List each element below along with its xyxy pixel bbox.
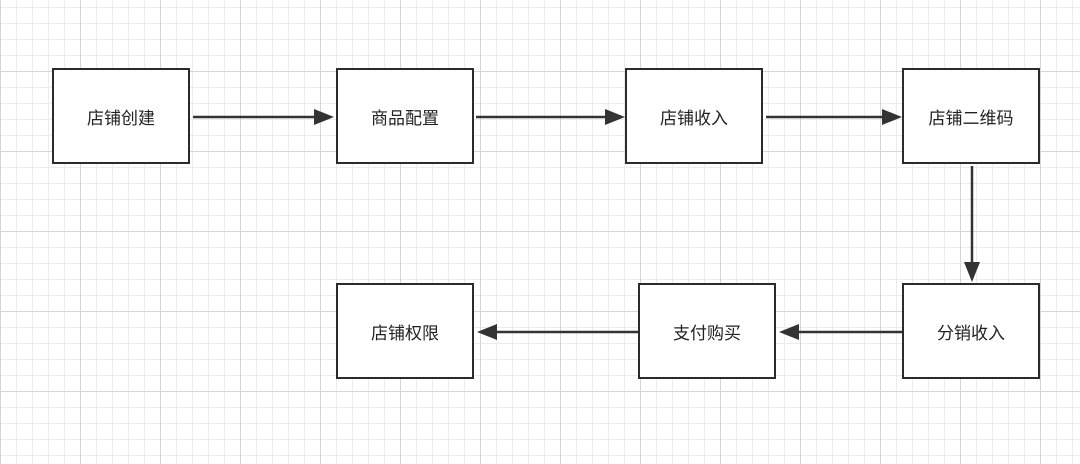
node-label: 店铺收入 bbox=[660, 108, 728, 129]
edge-payment-purchase-to-store-permission bbox=[477, 324, 638, 340]
edge-store-create-to-product-config bbox=[193, 109, 334, 125]
node-store-income[interactable]: 店铺收入 bbox=[625, 68, 763, 164]
edge-store-qrcode-to-distribution-income bbox=[964, 166, 980, 282]
node-product-config[interactable]: 商品配置 bbox=[336, 68, 474, 164]
node-label: 店铺二维码 bbox=[928, 108, 1014, 129]
node-label: 支付购买 bbox=[673, 323, 741, 344]
node-store-qrcode[interactable]: 店铺二维码 bbox=[902, 68, 1040, 164]
edge-store-income-to-store-qrcode bbox=[766, 109, 902, 125]
node-payment-purchase[interactable]: 支付购买 bbox=[638, 283, 776, 379]
node-label: 店铺权限 bbox=[371, 323, 439, 344]
node-label: 分销收入 bbox=[937, 323, 1005, 344]
edge-product-config-to-store-income bbox=[476, 109, 625, 125]
node-store-permission[interactable]: 店铺权限 bbox=[336, 283, 474, 379]
node-label: 店铺创建 bbox=[87, 108, 155, 129]
edge-distribution-income-to-payment-purchase bbox=[779, 324, 902, 340]
node-store-create[interactable]: 店铺创建 bbox=[52, 68, 190, 164]
node-label: 商品配置 bbox=[371, 108, 439, 129]
node-distribution-income[interactable]: 分销收入 bbox=[902, 283, 1040, 379]
